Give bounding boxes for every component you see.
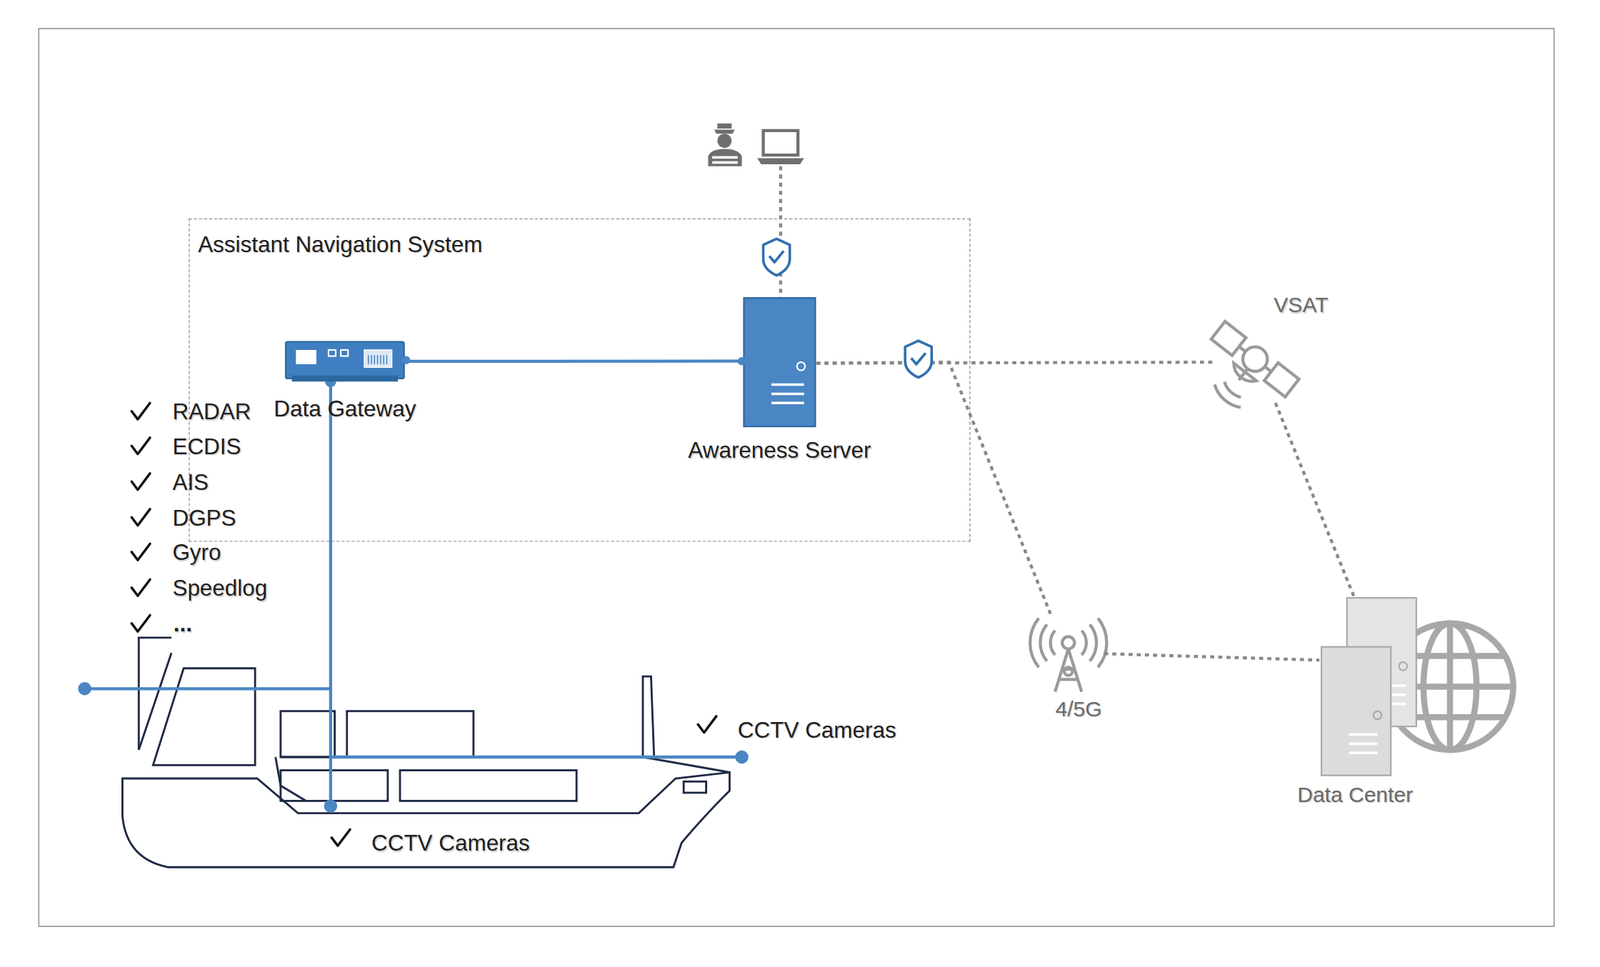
check-marks	[131, 402, 717, 846]
node-label: VSAT	[1273, 292, 1328, 318]
shield-icon	[763, 238, 790, 275]
system-boundary: Assistant Navigation SystemData GatewayA…	[188, 218, 970, 543]
user-link	[779, 166, 783, 298]
list-label: ...	[173, 611, 193, 638]
node-label: Awareness Server	[687, 437, 871, 465]
wireless-link	[1104, 653, 1320, 660]
cell-tower-node: 4/5G	[1032, 615, 1105, 694]
gateway-node: Data Gateway	[286, 342, 405, 381]
shield-icon	[905, 340, 932, 378]
ship-drawing	[122, 637, 730, 868]
sensor-wires	[79, 377, 747, 812]
wireless-link	[1275, 402, 1355, 597]
laptop-icon	[757, 130, 805, 165]
data-center-icon	[1321, 597, 1514, 776]
operator-icon	[707, 123, 742, 167]
cell-tower-icon	[1030, 618, 1107, 693]
server-node: Awareness Server	[745, 299, 817, 428]
list-label: AIS	[172, 469, 209, 496]
list-label: ECDIS	[172, 433, 241, 460]
list-label: DGPS	[172, 505, 236, 532]
server-icon	[737, 297, 816, 427]
outer-frame	[38, 28, 1554, 927]
list-label: CCTV Cameras	[737, 717, 897, 744]
node-label: Data Gateway	[273, 395, 416, 423]
data-link	[405, 360, 745, 363]
list-label: Speedlog	[172, 575, 268, 603]
node-label: Assistant Navigation System	[197, 231, 483, 258]
wireless-link	[816, 362, 1052, 615]
node-label: 4/5G	[1055, 697, 1102, 722]
satellite-icon	[1186, 320, 1300, 429]
gateway-icon	[285, 342, 410, 383]
list-label: Gyro	[172, 540, 221, 567]
data-center-node: Data Center	[1319, 597, 1515, 766]
list-label: RADAR	[172, 399, 251, 426]
list-label: CCTV Cameras	[371, 830, 530, 858]
node-label: Data Center	[1297, 782, 1413, 808]
satellite-node: VSAT	[1212, 321, 1298, 403]
